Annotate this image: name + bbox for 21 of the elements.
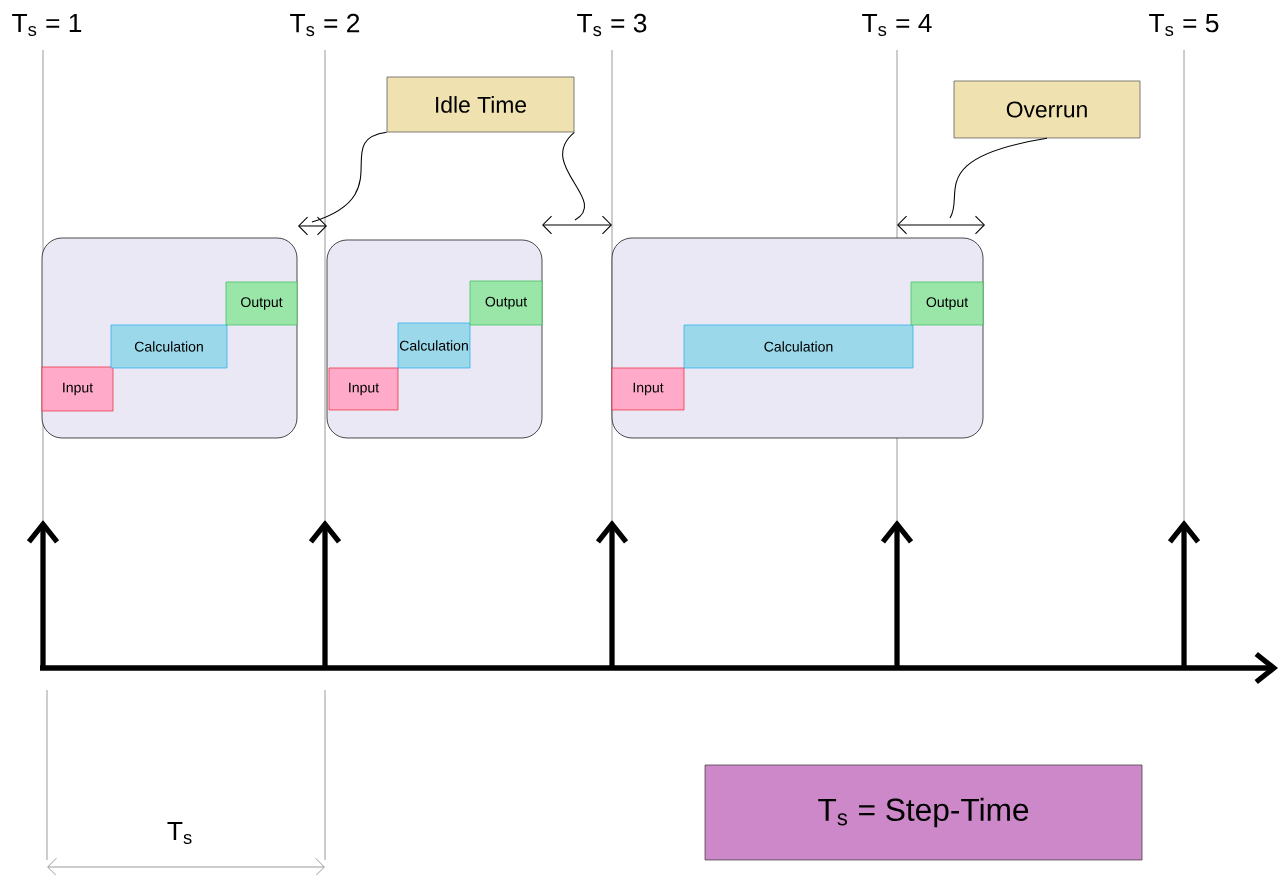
- time-label: T$_{s}$ = 5: [1149, 13, 1219, 37]
- leader-line: [311, 131, 388, 223]
- time-label: T$_{s}$ = 4: [862, 13, 932, 37]
- output-box: Output: [469, 280, 543, 326]
- time-label: T$_{s}$ = 1: [12, 13, 82, 37]
- output-box: Output: [225, 281, 298, 326]
- input-box: Input: [328, 367, 399, 411]
- dimension-label: T$_{s}$: [167, 821, 192, 845]
- calculation-box: Calculation: [683, 324, 914, 369]
- definition-box: T$_{s}$ = Step-Time: [704, 764, 1143, 861]
- input-box: Input: [611, 367, 685, 411]
- leader-line: [562, 131, 585, 221]
- leader-line: [949, 137, 1048, 219]
- callout-box: Overrun: [953, 80, 1141, 139]
- calculation-box: Calculation: [110, 324, 228, 369]
- input-box: Input: [41, 366, 114, 412]
- callout-box: Idle Time: [386, 76, 575, 133]
- output-box: Output: [910, 281, 984, 326]
- calculation-box: Calculation: [397, 322, 471, 369]
- time-label: T$_{s}$ = 2: [290, 13, 360, 37]
- time-label: T$_{s}$ = 3: [577, 13, 647, 37]
